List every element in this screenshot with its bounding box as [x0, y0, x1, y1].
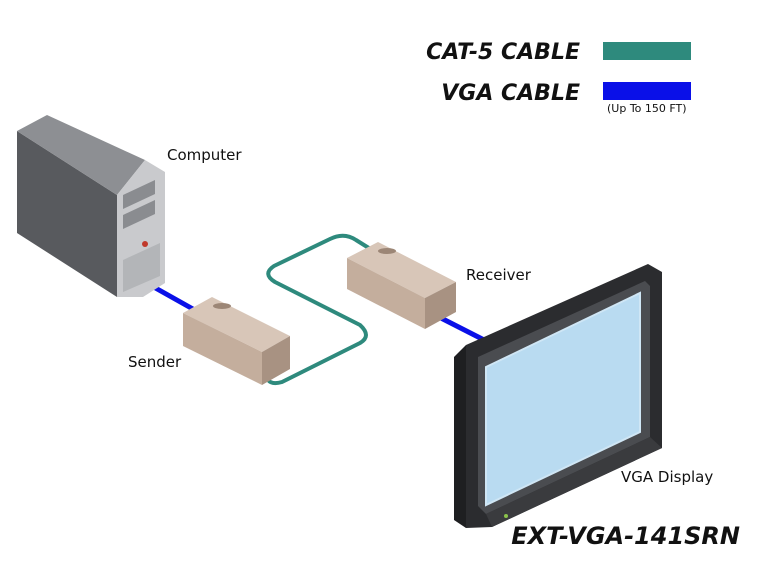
computer-vent	[123, 243, 160, 292]
legend-vga-label: VGA CABLE	[441, 81, 580, 106]
vga-display	[454, 264, 662, 528]
computer-side-panel	[17, 131, 117, 297]
model-number: EXT-VGA-141SRN	[511, 522, 740, 550]
receiver-label: Receiver	[466, 266, 532, 284]
computer-tower	[17, 115, 165, 297]
legend-vga-note: (Up To 150 FT)	[607, 102, 687, 115]
computer-top-panel	[17, 115, 145, 195]
computer-label: Computer	[167, 146, 242, 164]
sender-label: Sender	[128, 353, 182, 371]
receiver-top	[347, 242, 456, 298]
display-stand-base	[486, 437, 662, 527]
receiver-logo-badge	[378, 248, 396, 254]
display-bezel-side	[454, 345, 466, 528]
computer-drive-bay-1	[123, 180, 155, 209]
receiver-box	[347, 242, 456, 329]
sender-front	[183, 313, 262, 385]
receiver-front	[347, 258, 425, 329]
receiver-side	[425, 282, 456, 329]
legend-cat5-swatch	[603, 42, 691, 60]
sender-top	[183, 297, 290, 352]
display-screen	[485, 291, 641, 507]
sender-side	[262, 336, 290, 385]
sender-box	[183, 297, 290, 385]
display-label: VGA Display	[621, 468, 713, 486]
legend-vga-swatch	[603, 82, 691, 100]
legend-cat5-label: CAT-5 CABLE	[426, 40, 580, 65]
legend: CAT-5 CABLE VGA CABLE (Up To 150 FT)	[426, 40, 691, 115]
computer-drive-bay-2	[123, 200, 155, 229]
cat5-cable	[266, 233, 374, 386]
sender-logo-badge	[213, 303, 231, 309]
display-power-led	[504, 514, 508, 518]
computer-power-button	[142, 241, 148, 247]
